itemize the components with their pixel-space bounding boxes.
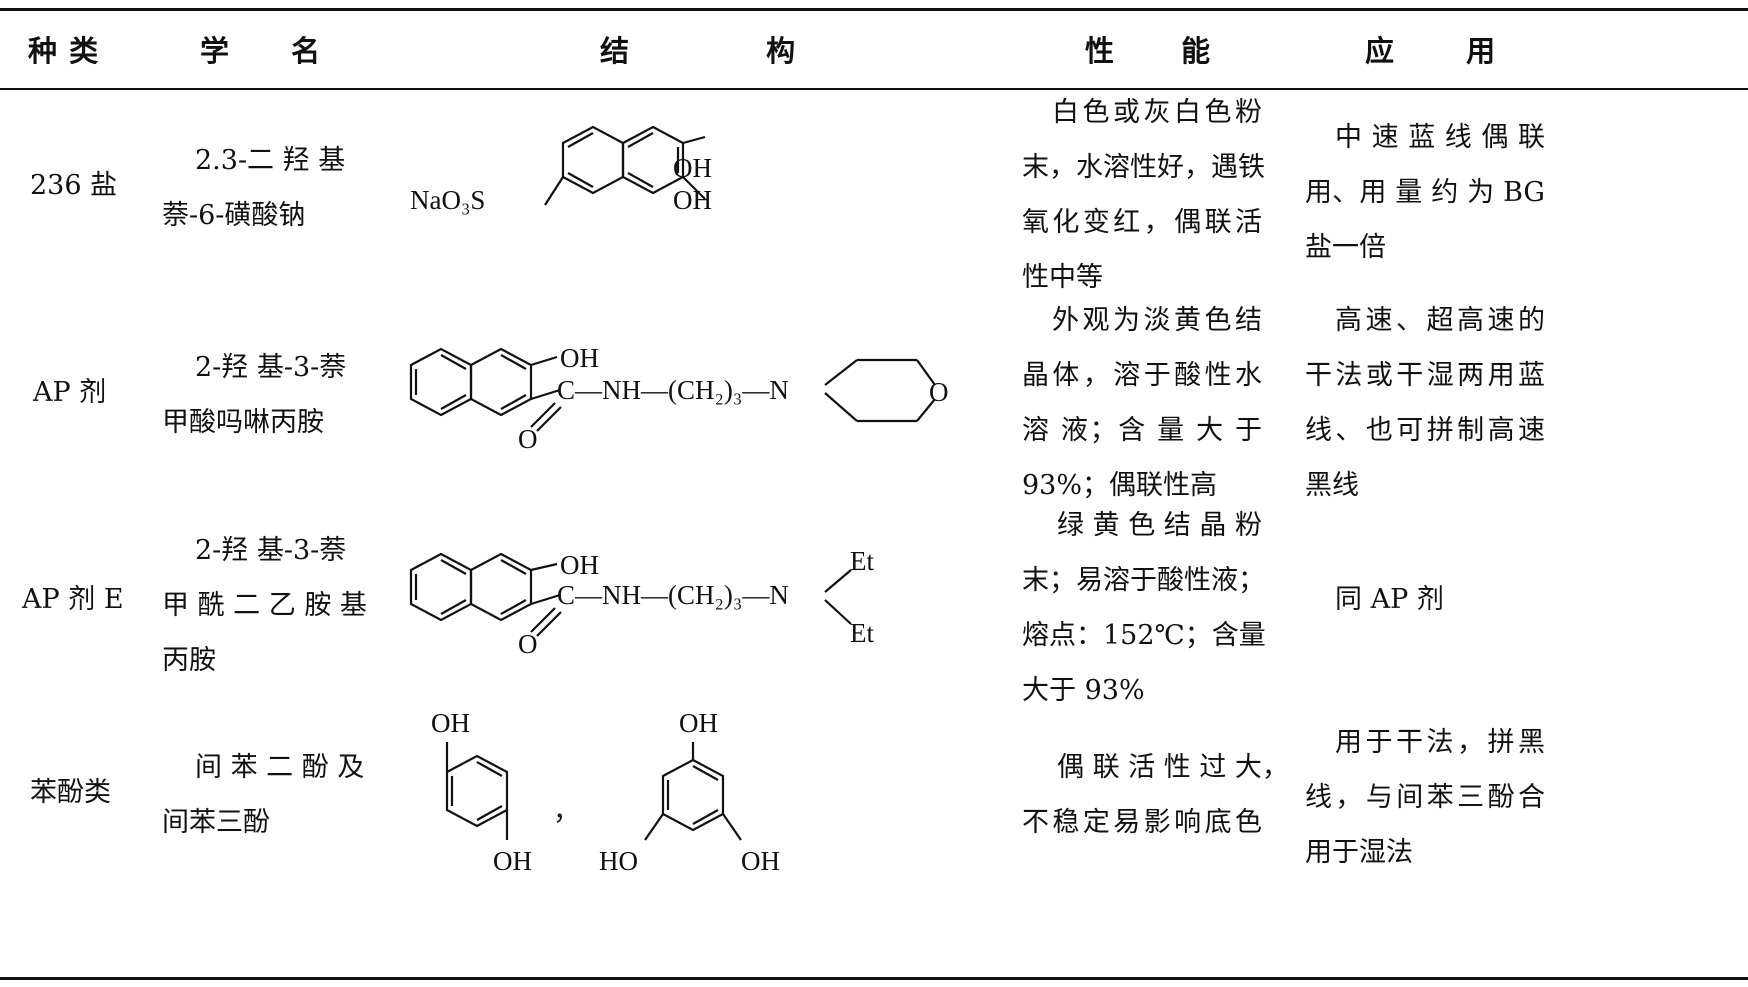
- row1-application: 中 速 蓝 线 偶 联 用、用 量 约 为 BG 盐一倍: [1305, 122, 1545, 263]
- header-property: 性 能: [1085, 34, 1212, 68]
- row2-type: AP 剂: [33, 377, 107, 408]
- structure-ap-agent: OH C—NH—(CH₂)₃—N O O: [409, 343, 949, 454]
- comma: ，: [553, 796, 580, 826]
- phloroglucinol-oh-2: HO: [599, 846, 638, 876]
- phloroglucinol-oh-1: OH: [679, 708, 718, 738]
- header-type: 种 类: [28, 34, 100, 68]
- carbonyl-o-label: O: [518, 424, 538, 454]
- table-header-rule: [0, 88, 1748, 90]
- row1-name: 2.3-二 羟 基 萘-6-磺酸钠: [162, 145, 346, 231]
- resorcinol-oh-1: OH: [431, 708, 470, 738]
- row4-application: 用于干法，拼黑 线，与间苯三酚合 用于湿法: [1305, 727, 1545, 868]
- row4-name: 间 苯 二 酚 及 间苯三酚: [162, 752, 365, 838]
- phloroglucinol-oh-3: OH: [741, 846, 780, 876]
- structure-phenols: OH OH ， OH HO OH: [431, 708, 780, 876]
- header-application: 应 用: [1365, 34, 1497, 68]
- row4-property: 偶 联 活 性 过 大， 不稳定易影响底色: [1022, 752, 1289, 838]
- header-structure: 结 构: [600, 34, 797, 68]
- carbonyl-o-label: O: [518, 629, 538, 659]
- sulfonate-label: NaO₃S: [410, 185, 485, 215]
- table-bottom-rule: [0, 977, 1748, 980]
- amide-chain-label: C—NH—(CH₂)₃—N: [557, 375, 789, 405]
- row2-property: 外观为淡黄色结 晶体，溶于酸性水 溶 液；含 量 大 于 93%；偶联性高: [1022, 305, 1262, 501]
- row3-property: 绿 黄 色 结 晶 粉 末；易溶于酸性液； 熔点：152℃；含量 大于 93%: [1022, 510, 1266, 706]
- oh-label: OH: [560, 343, 599, 373]
- structure-236-salt: NaO₃S OH OH: [410, 125, 712, 215]
- oh-label-2: OH: [673, 185, 712, 215]
- row2-name: 2-羟 基-3-萘 甲酸吗啉丙胺: [162, 352, 347, 438]
- row4-type: 苯酚类: [30, 777, 111, 808]
- resorcinol-oh-2: OH: [493, 846, 532, 876]
- row3-name: 2-羟 基-3-萘 甲 酰 二 乙 胺 基 丙胺: [162, 535, 367, 676]
- amide-chain-label: C—NH—(CH₂)₃—N: [557, 580, 789, 610]
- morpholine-o-label: O: [929, 377, 949, 407]
- header-name: 学 名: [200, 34, 322, 68]
- row1-type: 236 盐: [30, 170, 118, 201]
- oh-label: OH: [560, 550, 599, 580]
- structure-ap-agent-e: OH C—NH—(CH₂)₃—N O Et Et: [409, 546, 874, 659]
- row2-application: 高速、超高速的 干法或干湿两用蓝 线、也可拼制高速 黑线: [1305, 305, 1545, 501]
- row1-property: 白色或灰白色粉 末，水溶性好，遇铁 氧化变红，偶联活 性中等: [1022, 97, 1265, 293]
- ethyl-label-1: Et: [850, 546, 874, 576]
- oh-label-1: OH: [673, 153, 712, 183]
- row3-type: AP 剂 E: [22, 584, 124, 615]
- row3-application: 同 AP 剂: [1335, 584, 1444, 615]
- ethyl-label-2: Et: [850, 618, 874, 648]
- table-top-rule: [0, 8, 1748, 11]
